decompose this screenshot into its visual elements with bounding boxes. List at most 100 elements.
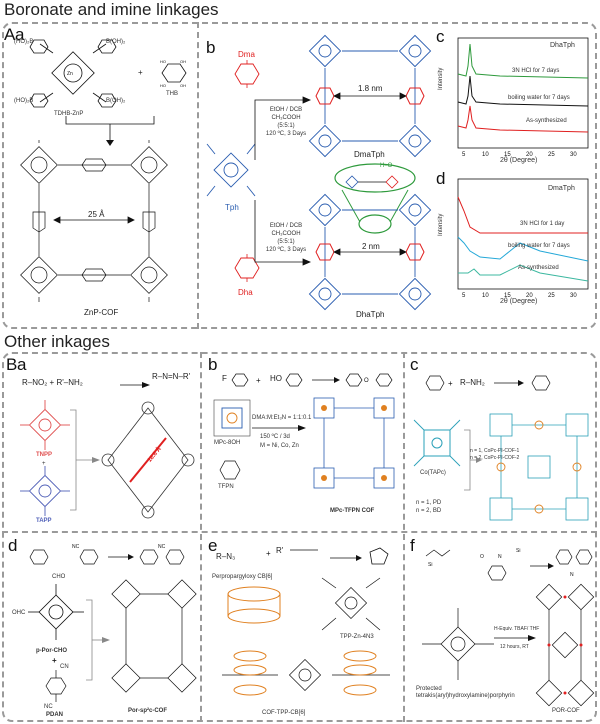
Bf-monomer-label: Protected tetrakis(aryl)hydroxylamine)po… (416, 686, 515, 699)
Ba-arrow (120, 382, 150, 388)
Bf-framework (535, 583, 595, 707)
distance-1.8nm: 1.8 nm (358, 84, 383, 93)
panel-letter-Ad: d (436, 169, 446, 188)
panel-letter-Aa: a (15, 25, 25, 44)
Bf-reaction-scheme: Si O N Si N (425, 548, 593, 581)
panel-letter-Bb: b (208, 355, 218, 374)
Bc-framework (489, 413, 589, 521)
boronic-group-1: (HO)₂B (14, 39, 34, 45)
Be-alkyne: R' (276, 546, 284, 555)
Bb-tfpn (219, 460, 241, 480)
cond-top-2: CH₃COOH (271, 115, 301, 121)
Ad-legend-title: DmaTph (548, 185, 575, 192)
arrow-Aa (65, 116, 155, 146)
Be-azide: R–N₃ (216, 552, 236, 561)
reactant-THB: THB (166, 91, 178, 97)
panel-letter-Bd: d (8, 536, 18, 555)
Ac-label-hcl: 3N HCl for 7 days (512, 68, 560, 74)
Ac-xlabel: 2θ (Degree) (500, 157, 538, 164)
panel-letter-Bc: c (410, 355, 419, 374)
section-a-box (2, 22, 597, 329)
Bb-conditions: DMA:M:Et₃N = 1:1:0.1 (252, 414, 311, 423)
Ad-label-as: As-synthesized (518, 265, 559, 271)
svg-text:OH: OH (180, 83, 186, 88)
svg-text:HO: HO (160, 83, 166, 88)
Be-product: COF-TPP-CB[6] (262, 710, 306, 716)
svg-text:HO: HO (160, 59, 166, 64)
Ba-tapp (20, 466, 70, 516)
section-title-boronate: Boronate and imine linkages (4, 0, 219, 19)
cond-top-1: EtOH / DCB (269, 107, 303, 113)
arrows-Ab (254, 96, 312, 266)
Bb-conditions-2: 150 ºC / 3d M = Ni, Co, Zn (260, 433, 299, 451)
Bc-copc (413, 419, 461, 467)
Bb-MPc-8OH: MPc-8OH (214, 440, 241, 446)
cond-bottom: EtOH / DCB CH₃COOH (5:5:1) 120 ºC, 3 Day… (262, 222, 310, 254)
section-title-other: Other inkages (4, 332, 110, 351)
row-divider (2, 531, 597, 533)
Bb-cond-2: 150 ºC / 3d (260, 434, 290, 440)
tick-Ac-5: 5 (462, 152, 466, 158)
Bf-arrow (494, 635, 536, 641)
panel-letter-Ab: b (206, 38, 216, 57)
curve-Ac-water (457, 75, 589, 107)
Bb-cond-3: M = Ni, Co, Zn (260, 443, 299, 449)
svg-text:O: O (364, 378, 369, 384)
Be-cb6 (227, 586, 281, 624)
cond-bottom-4: 120 ºC, 3 Days (265, 247, 307, 253)
product-DhaTph: DhaTph (356, 310, 385, 319)
panel-ab-divider (197, 22, 199, 329)
Bc-reactant: R–NH₂ (460, 378, 485, 387)
boronic-group-3: (HO)₂B (14, 98, 34, 104)
znp-cof-structure (20, 140, 168, 302)
tick-Ad-20: 20 (526, 293, 533, 299)
tick-Ac-10: 10 (482, 152, 489, 158)
Bb-mpc (213, 399, 251, 437)
tick-Ac-20: 20 (526, 152, 533, 158)
porphyrin-1 (20, 146, 58, 184)
Bc-n2: n = 2, BD (416, 508, 442, 514)
Ac-label-as: As-synthesized (526, 118, 567, 124)
svg-text:N: N (570, 572, 574, 578)
tick-Ad-15: 15 (504, 293, 511, 299)
porphyrin-2 (130, 146, 168, 184)
Bc-reaction-scheme: + (425, 375, 551, 391)
svg-text:Si: Si (428, 562, 432, 568)
Ba-brace-arrow (70, 409, 100, 511)
Ba-TAPP: TAPP (36, 518, 52, 524)
cond-top: EtOH / DCB CH₃COOH (5:5:1) 120 ºC, 3 Day… (262, 106, 310, 138)
col-divider-2 (403, 352, 405, 722)
dha-structure (234, 254, 260, 282)
Bd-brace-arrow (86, 599, 110, 681)
Bd-plus: + (52, 656, 57, 665)
Bc-brace (464, 429, 482, 491)
Bc-product-1: n = 1, CoPc-PI-COF-1 (470, 448, 520, 454)
product-ZnP-COF: ZnP-COF (84, 308, 119, 317)
curve-Ad-water (457, 236, 589, 262)
Ba-plus: + (42, 461, 46, 467)
Bf-monomer (422, 608, 494, 680)
tick-Ad-25: 25 (548, 293, 555, 299)
Bd-OHC: OHC (12, 610, 26, 616)
linker-Dha: Dha (238, 288, 253, 297)
hbond-callout (334, 163, 416, 234)
reactant-TDHB-ZnP: TDHB-ZnP (54, 111, 84, 117)
Bf-cond-2: 12 hours, RT (500, 644, 529, 650)
curve-Ac-as (457, 105, 589, 133)
cond-bottom-2: CH₃COOH (271, 231, 301, 237)
Bd-por-cho (28, 584, 84, 640)
panel-letter-Be: e (208, 536, 218, 555)
Bd-pdan (45, 670, 67, 702)
panel-letter-Ac: c (436, 27, 445, 46)
curve-Ad-as (458, 264, 589, 282)
panel-letter-B: B (6, 355, 18, 374)
Bb-reactant1: F (222, 374, 227, 383)
Bf-product: POR-COF (552, 708, 580, 714)
plus-sign-Aa: + (138, 68, 143, 77)
chart-Ad: 5 10 15 20 25 30 (457, 178, 589, 299)
panel-letter-Ba: a (17, 355, 27, 374)
Ba-reaction: R–NO₂ + R'–NH₂ (22, 378, 83, 387)
Ba-product: R–N=N–R' (152, 372, 191, 381)
Ac-legend-title: DhaTph (550, 42, 575, 49)
